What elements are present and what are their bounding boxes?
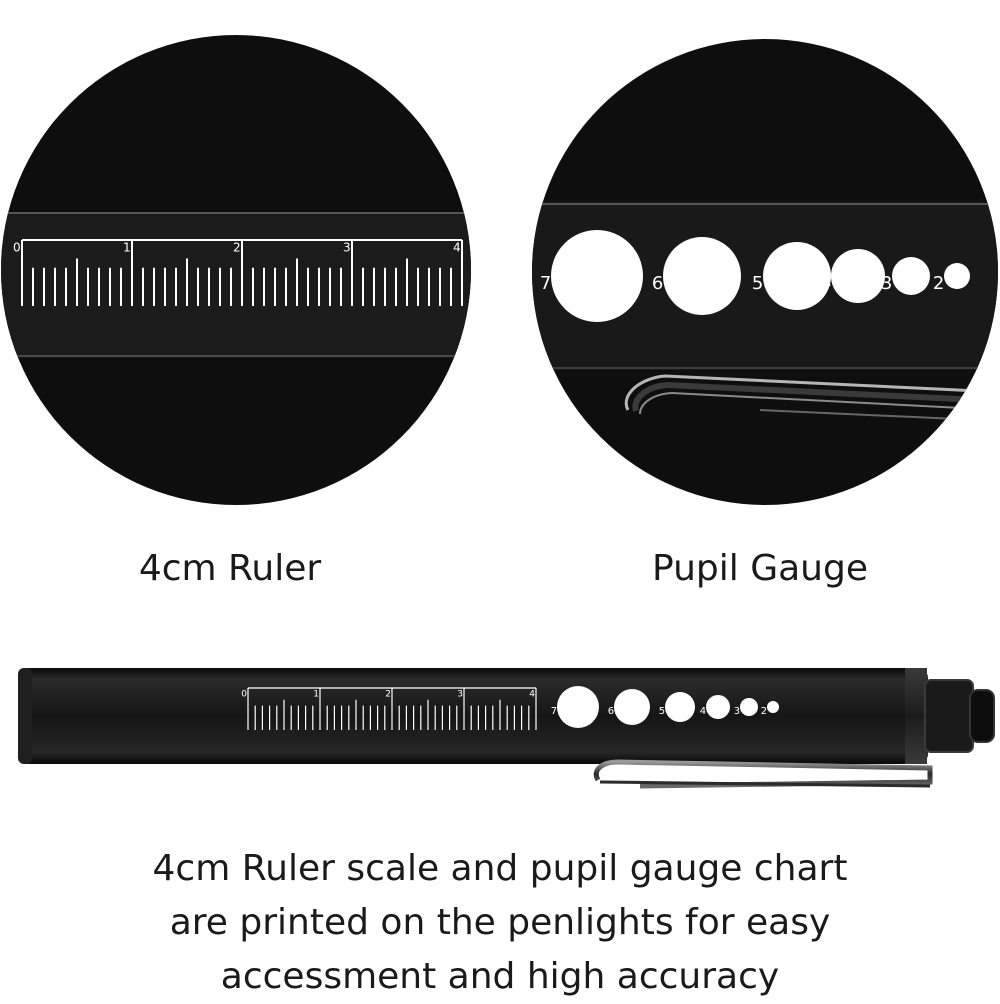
gauge-caption: Pupil Gauge — [652, 548, 868, 589]
ruler-label: 3 — [457, 690, 463, 700]
ruler-label: 4 — [453, 240, 461, 254]
pupil-gauge-dot — [831, 249, 885, 303]
description-line-2: are printed on the penlights for easy — [169, 902, 831, 943]
pupil-gauge-dot — [663, 237, 741, 315]
pupil-gauge-closeup: 7 6 5 4 3 2 — [532, 39, 998, 505]
penlight-clip — [593, 759, 933, 789]
ruler-label: 2 — [233, 240, 241, 254]
pupil-gauge-label: 5 — [752, 273, 763, 294]
ruler-label: 3 — [343, 240, 351, 254]
description-text: 4cm Ruler scale and pupil gauge chart ar… — [0, 842, 1000, 1004]
penlight-button — [969, 689, 995, 743]
ruler-scale: 0 1 2 3 4 — [13, 239, 463, 306]
ruler-label: 1 — [313, 690, 319, 700]
ruler-label: 1 — [123, 240, 131, 254]
penlight-pupil-gauge: 7 6 5 4 3 2 — [551, 686, 779, 728]
penlight-ruler-scale: 0 1 2 3 4 — [241, 687, 537, 730]
description-line-3: accessment and high accuracy — [220, 956, 780, 997]
pupil-gauge-label: 5 — [659, 706, 665, 717]
penlight-barrel — [18, 668, 928, 764]
ruler-label: 0 — [13, 240, 21, 254]
pupil-gauge-label: 2 — [761, 706, 767, 717]
ruler-barrel — [1, 212, 471, 358]
penlight-head — [924, 679, 974, 753]
pupil-gauge-dot — [614, 689, 650, 725]
pupil-gauge-dot — [763, 242, 831, 310]
pupil-gauge-label: 7 — [551, 706, 557, 717]
ruler-label: 2 — [385, 690, 391, 700]
ruler-caption: 4cm Ruler — [138, 548, 322, 589]
ruler-label: 4 — [529, 690, 535, 700]
pupil-gauge-label: 3 — [734, 706, 740, 717]
ruler-closeup: 0 1 2 3 4 — [1, 35, 471, 505]
pupil-gauge-label: 7 — [540, 273, 551, 294]
penlight: 0 1 2 3 4 7 6 5 4 3 2 — [18, 668, 995, 789]
penlight-tail-cap — [18, 668, 32, 764]
penlight-collar — [905, 668, 927, 764]
pupil-gauge-label: 4 — [820, 273, 831, 294]
pupil-gauge-label: 4 — [700, 706, 706, 717]
pupil-gauge-dot — [665, 692, 695, 722]
pupil-gauge-label: 6 — [608, 706, 614, 717]
pupil-gauge-label: 3 — [881, 273, 892, 294]
pupil-gauge-dot — [892, 257, 930, 295]
pupil-gauge-scale: 7 6 5 4 3 2 — [540, 230, 970, 322]
pupil-gauge-dot — [944, 263, 970, 289]
pupil-gauge-label: 2 — [933, 273, 944, 294]
description-line-1: 4cm Ruler scale and pupil gauge chart — [152, 848, 848, 889]
pen-clip — [624, 374, 998, 411]
pupil-gauge-dot — [740, 698, 758, 716]
pupil-gauge-dot — [551, 230, 643, 322]
pupil-gauge-dot — [767, 701, 779, 713]
ruler-label: 0 — [241, 690, 247, 700]
pupil-gauge-dot — [706, 695, 730, 719]
pupil-gauge-label: 6 — [652, 273, 663, 294]
pupil-gauge-dot — [557, 686, 599, 728]
